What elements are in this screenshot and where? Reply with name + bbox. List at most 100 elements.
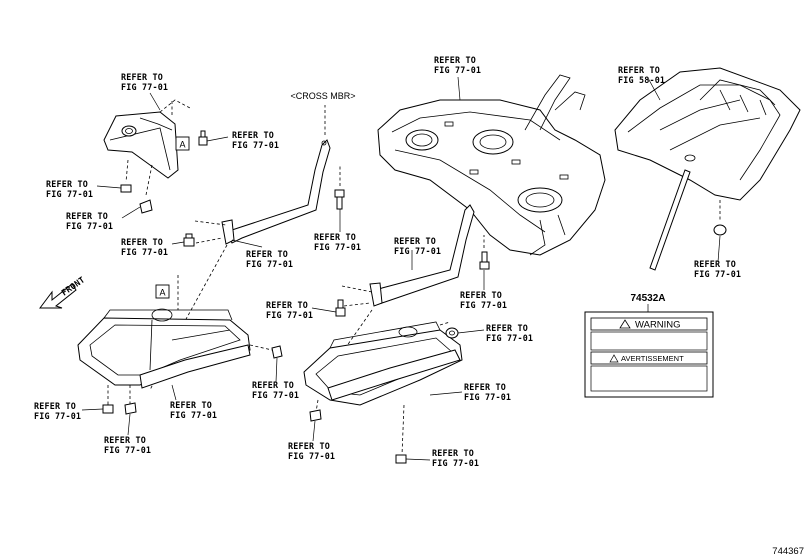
clip-icon (124, 402, 137, 415)
brace-rod (649, 169, 691, 271)
callout-refer-fig-77-01: REFER TO FIG 77-01 (232, 130, 279, 150)
bolt-icon (479, 251, 490, 270)
svg-text:FIG 77-01: FIG 77-01 (432, 458, 479, 468)
svg-text:A: A (159, 288, 165, 298)
svg-text:FIG 77-01: FIG 77-01 (460, 300, 507, 310)
warning-triangle-icon (609, 354, 619, 363)
bolt-icon (334, 189, 345, 210)
bolt-icon (395, 454, 407, 464)
svg-text:FIG 77-01: FIG 77-01 (34, 411, 81, 421)
upper-left-bracket (103, 111, 179, 179)
callout-refer-fig-77-01: REFER TO FIG 77-01 (434, 55, 481, 75)
callout-refer-fig-77-01: REFER TO FIG 77-01 (170, 400, 217, 420)
cross-member-rail (221, 139, 331, 245)
marker-a-lower: A (155, 284, 170, 299)
svg-text:FIG 77-01: FIG 77-01 (288, 451, 335, 461)
callout-refer-fig-77-01: REFER TO FIG 77-01 (121, 72, 168, 92)
avertissement-text: AVERTISSEMENT (621, 354, 684, 363)
svg-text:FIG 77-01: FIG 77-01 (66, 221, 113, 231)
callout-refer-fig-77-01: REFER TO FIG 77-01 (266, 300, 313, 320)
svg-text:FIG 77-01: FIG 77-01 (232, 140, 279, 150)
bolt-icon (198, 130, 208, 146)
svg-text:REFER TO: REFER TO (394, 236, 436, 246)
svg-text:REFER TO: REFER TO (460, 290, 502, 300)
svg-text:REFER TO: REFER TO (288, 441, 330, 451)
bolt-icon (120, 184, 132, 193)
svg-text:REFER TO: REFER TO (252, 380, 294, 390)
svg-text:FIG 77-01: FIG 77-01 (394, 246, 441, 256)
label-part-number: 74532A (630, 293, 665, 304)
cross-member-label: <CROSS MBR> (290, 91, 355, 101)
callout-refer-fig-77-01: REFER TO FIG 77-01 (121, 237, 168, 257)
callout-refer-fig-77-01: REFER TO FIG 77-01 (104, 435, 151, 455)
svg-text:FIG 77-01: FIG 77-01 (121, 82, 168, 92)
bolt-icon (335, 299, 346, 317)
rear-floor-panel (614, 67, 801, 201)
svg-text:FRONT: FRONT (59, 274, 86, 297)
callout-refer-fig-77-01: REFER TO FIG 77-01 (246, 249, 293, 269)
warning-triangle-icon (619, 319, 631, 329)
svg-text:REFER TO: REFER TO (266, 300, 308, 310)
clip-icon (139, 199, 153, 214)
svg-text:REFER TO: REFER TO (464, 382, 506, 392)
svg-text:FIG 77-01: FIG 77-01 (246, 259, 293, 269)
svg-text:FIG 77-01: FIG 77-01 (434, 65, 481, 75)
svg-text:REFER TO: REFER TO (170, 400, 212, 410)
grommet-icon (713, 224, 727, 236)
bolt-icon (102, 404, 114, 414)
svg-text:FIG 77-01: FIG 77-01 (121, 247, 168, 257)
callout-refer-fig-77-01: REFER TO FIG 77-01 (314, 232, 361, 252)
front-arrow-icon: FRONT (39, 274, 87, 309)
svg-text:REFER TO: REFER TO (694, 259, 736, 269)
svg-text:FIG 77-01: FIG 77-01 (104, 445, 151, 455)
callout-refer-fig-77-01: REFER TO FIG 77-01 (66, 211, 113, 231)
callout-refer-fig-77-01: REFER TO FIG 77-01 (432, 448, 479, 468)
callout-refer-fig-77-01: REFER TO FIG 77-01 (460, 290, 507, 310)
svg-text:REFER TO: REFER TO (121, 72, 163, 82)
marker-a-upper: A (175, 136, 190, 151)
svg-text:REFER TO: REFER TO (434, 55, 476, 65)
svg-text:REFER TO: REFER TO (246, 249, 288, 259)
callout-refer-fig-77-01: REFER TO FIG 77-01 (288, 441, 335, 461)
grommet-icon (271, 345, 283, 359)
svg-text:REFER TO: REFER TO (46, 179, 88, 189)
left-tank-protector (77, 308, 251, 389)
svg-text:A: A (179, 140, 185, 150)
svg-text:REFER TO: REFER TO (486, 323, 528, 333)
svg-text:REFER TO: REFER TO (66, 211, 108, 221)
callout-refer-fig-77-01: REFER TO FIG 77-01 (34, 401, 81, 421)
callout-refer-fig-77-01: REFER TO FIG 77-01 (694, 259, 741, 279)
bolt-icon (183, 233, 195, 247)
warning-label: 74532A WARNING AVERTISSEMENT (584, 293, 714, 398)
callout-refer-fig-77-01: REFER TO FIG 77-01 (252, 380, 299, 400)
right-tank-protector (303, 321, 463, 406)
svg-text:FIG 77-01: FIG 77-01 (694, 269, 741, 279)
grommet-icon (445, 327, 459, 339)
svg-text:REFER TO: REFER TO (121, 237, 163, 247)
svg-text:REFER TO: REFER TO (618, 65, 660, 75)
svg-text:FIG 77-01: FIG 77-01 (46, 189, 93, 199)
svg-text:REFER TO: REFER TO (432, 448, 474, 458)
svg-text:FIG 77-01: FIG 77-01 (252, 390, 299, 400)
svg-text:FIG 77-01: FIG 77-01 (486, 333, 533, 343)
fuel-tank (377, 74, 606, 256)
svg-text:FIG 58-01: FIG 58-01 (618, 75, 665, 85)
callout-refer-fig-77-01: REFER TO FIG 77-01 (486, 323, 533, 343)
svg-text:FIG 77-01: FIG 77-01 (464, 392, 511, 402)
callout-refer-fig-58-01: REFER TO FIG 58-01 (618, 65, 665, 85)
callout-refer-fig-77-01: REFER TO FIG 77-01 (394, 236, 441, 256)
diagram-number: 744367 (772, 546, 804, 557)
svg-text:REFER TO: REFER TO (34, 401, 76, 411)
right-cross-rail (369, 204, 475, 307)
svg-text:FIG 77-01: FIG 77-01 (314, 242, 361, 252)
callout-refer-fig-77-01: REFER TO FIG 77-01 (46, 179, 93, 199)
svg-text:REFER TO: REFER TO (314, 232, 356, 242)
svg-text:FIG 77-01: FIG 77-01 (170, 410, 217, 420)
callout-refer-fig-77-01: REFER TO FIG 77-01 (464, 382, 511, 402)
svg-text:REFER TO: REFER TO (104, 435, 146, 445)
warning-text: WARNING (635, 320, 681, 331)
clip-icon (309, 409, 322, 422)
svg-text:FIG 77-01: FIG 77-01 (266, 310, 313, 320)
